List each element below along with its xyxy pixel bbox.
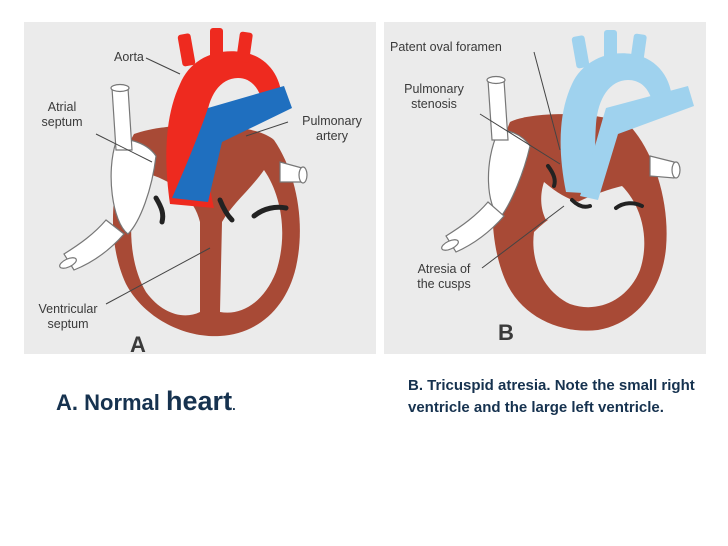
label-ventricular-line1: Ventricular: [38, 302, 98, 316]
label-ventricular-line2: septum: [47, 317, 89, 331]
label-pulmonary-line1: Pulmonary: [302, 114, 362, 128]
label-atrial-line2: septum: [41, 115, 83, 129]
label-atresia-line2: the cusps: [417, 277, 471, 291]
label-pulmonary-stenosis: Pulmonary stenosis: [394, 82, 474, 112]
label-atresia-of-cusps: Atresia of the cusps: [406, 262, 482, 292]
large-left-ventricle: [533, 186, 645, 308]
label-aorta: Aorta: [114, 50, 144, 64]
caption-a-heart: heart: [166, 386, 233, 416]
panel-letter-a: A: [130, 332, 146, 357]
label-pulmonary-line2: artery: [316, 129, 348, 143]
great-vessels: [560, 53, 673, 194]
label-atrial-septum: Atrial septum: [32, 100, 92, 130]
diagram-normal-heart: Aorta Atrial septum Pulmonary artery Ven…: [24, 22, 376, 357]
inferior-vena-cava: [63, 219, 125, 271]
atresia-heart-illustration: [441, 30, 694, 331]
left-ventricle-cavity: [220, 170, 283, 313]
normal-heart-illustration: [59, 28, 308, 337]
superior-vena-cava: [111, 87, 133, 151]
caption-a-dot: .: [232, 398, 236, 413]
pulmonary-artery: [172, 86, 292, 202]
right-atrium: [487, 130, 531, 219]
pulmonary-artery-b: [580, 86, 694, 200]
right-ventricle-cavity: [131, 172, 200, 316]
right-atrium: [110, 139, 157, 235]
small-right-ventricle: [541, 182, 580, 220]
label-pstenosis-line1: Pulmonary: [404, 82, 464, 96]
caption-tricuspid-atresia: B. Tricuspid atresia. Note the small rig…: [408, 377, 695, 416]
label-atresia-line1: Atresia of: [417, 262, 471, 276]
inferior-vena-cava: [445, 201, 505, 253]
diagram-tricuspid-atresia: Patent oval foramen Pulmonary stenosis A…: [384, 22, 706, 354]
label-pstenosis-line2: stenosis: [411, 97, 457, 111]
label-pulmonary-artery: Pulmonary artery: [290, 114, 374, 144]
label-atrial-line1: Atrial: [47, 100, 77, 114]
superior-vena-cava: [487, 79, 509, 141]
caption-a-prefix: A. Normal: [56, 390, 167, 415]
pulmonary-vein: [649, 155, 675, 179]
label-patent-oval-foramen: Patent oval foramen: [390, 40, 502, 54]
panel-letter-b: B: [498, 320, 514, 345]
caption-normal-heart: A. Normal heart.: [56, 386, 236, 417]
label-ventricular-septum: Ventricular septum: [30, 302, 106, 332]
